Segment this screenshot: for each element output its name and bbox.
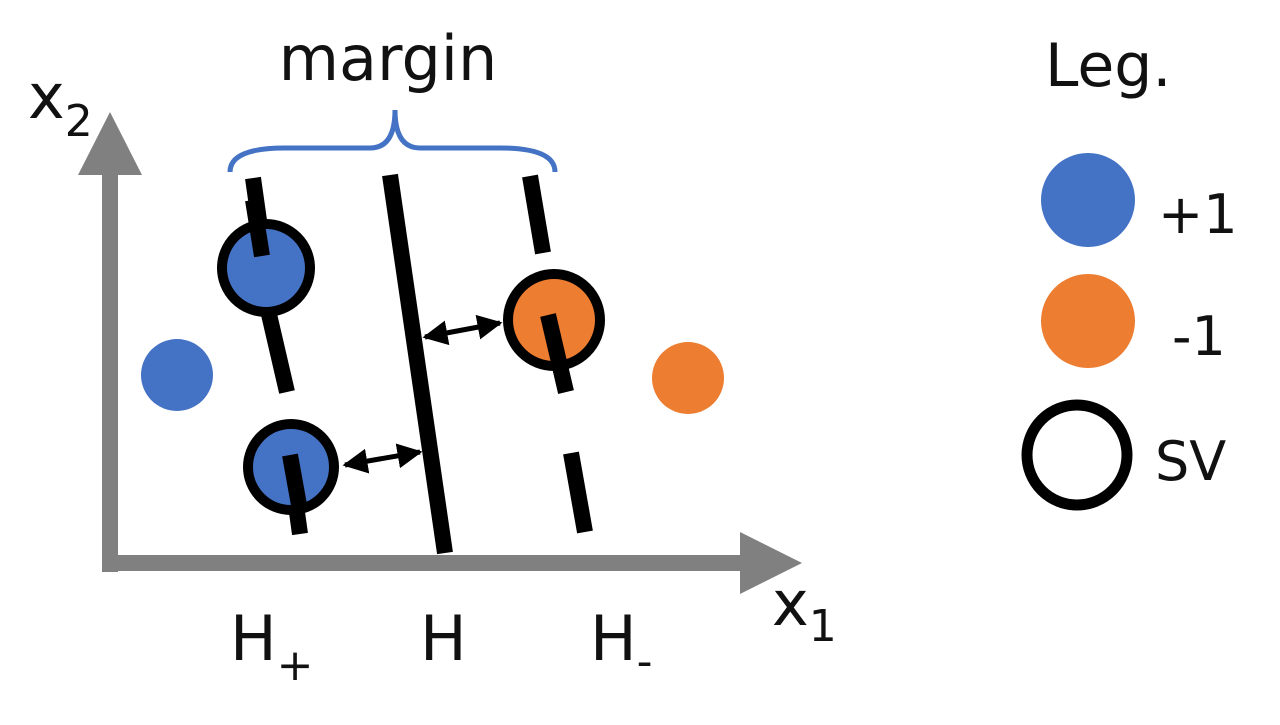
line-overlays bbox=[245, 198, 574, 507]
point-negative bbox=[652, 342, 724, 414]
distance-arrow-lower bbox=[342, 443, 423, 474]
distance-arrow-upper bbox=[422, 314, 503, 346]
h-label: H bbox=[420, 602, 467, 675]
margin-brace bbox=[227, 109, 558, 173]
h-plus-label: H+ bbox=[230, 602, 314, 691]
x1-axis-label: x1 bbox=[772, 567, 837, 652]
legend-support-vector-marker bbox=[1021, 399, 1133, 511]
point-positive-support-vector bbox=[217, 219, 315, 317]
axes bbox=[78, 112, 802, 594]
margin-label: margin bbox=[279, 22, 498, 95]
legend-negative-marker bbox=[1041, 274, 1135, 368]
x1-axis-arrowhead bbox=[740, 532, 802, 594]
legend-positive-label: +1 bbox=[1158, 183, 1238, 246]
legend: Leg. +1 -1 SV bbox=[1021, 31, 1238, 511]
h-line bbox=[382, 173, 453, 555]
x2-axis-arrowhead bbox=[78, 112, 142, 175]
legend-negative-label: -1 bbox=[1172, 305, 1226, 368]
legend-support-vector-label: SV bbox=[1155, 430, 1226, 493]
x2-axis-label: x2 bbox=[28, 60, 93, 147]
point-positive bbox=[141, 339, 213, 411]
legend-title: Leg. bbox=[1045, 31, 1171, 101]
legend-positive-marker bbox=[1041, 153, 1135, 247]
h-minus-label: H- bbox=[590, 602, 653, 687]
data-points bbox=[141, 219, 724, 515]
